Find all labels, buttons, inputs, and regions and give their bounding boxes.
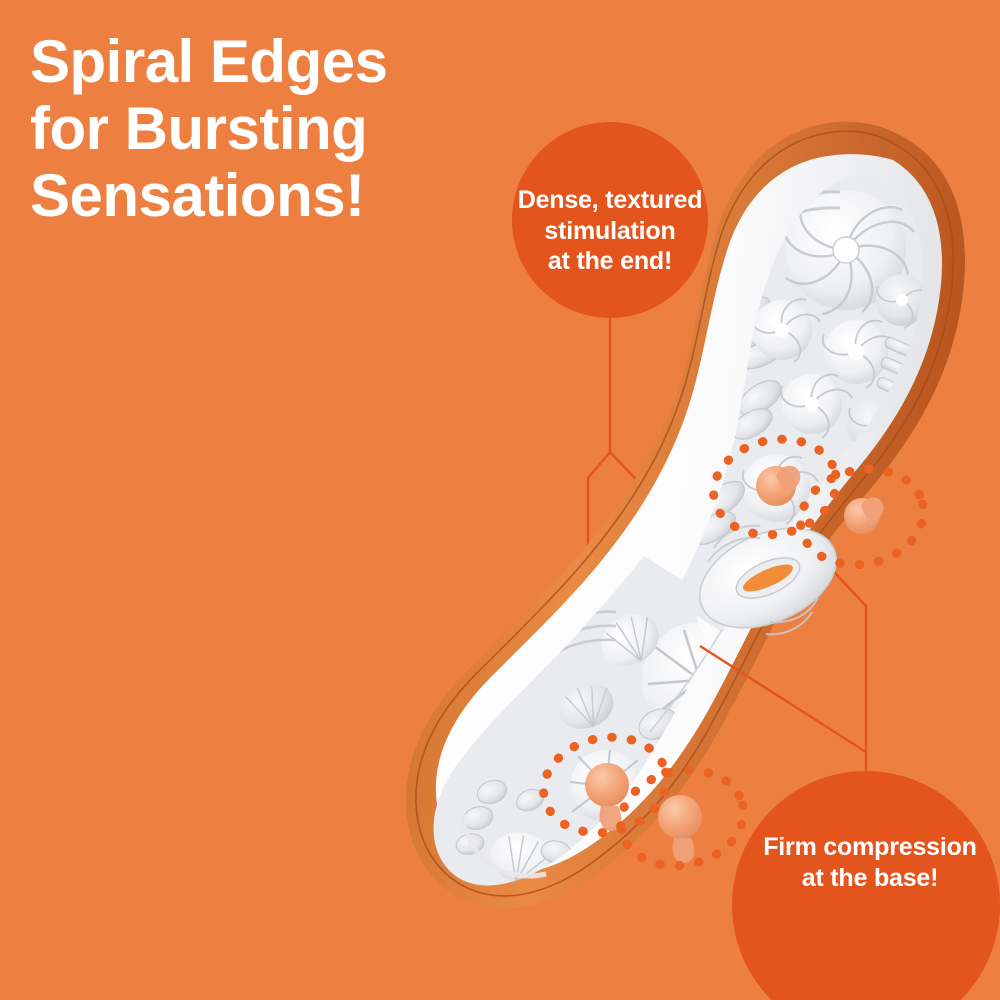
highlight-upper-pair (709, 434, 928, 570)
headline-line-1: Spiral Edges (30, 28, 388, 95)
dotted-ellipse-upper-2 (796, 464, 928, 570)
leader-line-diagonal-cut (699, 644, 867, 754)
callout-bubble-firm-compression[interactable] (732, 771, 1000, 1000)
nub-upper-1 (756, 465, 801, 506)
page-title: Spiral Edges for Bursting Sensations! (30, 28, 500, 230)
spiral-rosette-large (782, 190, 915, 316)
shell-rim-line (415, 130, 955, 897)
mid-ring-section (699, 524, 837, 636)
orange-slit (743, 564, 793, 592)
headline-line-3: Sensations! (30, 162, 365, 230)
base-rim (459, 811, 547, 879)
highlight-lower-pair (539, 732, 748, 871)
cut-face-shadow (649, 629, 723, 733)
dotted-ellipse-upper-1 (709, 434, 841, 540)
dotted-ellipse-lower-2 (616, 765, 748, 871)
nub-upper-2 (844, 497, 884, 534)
pinwheel-cluster (750, 274, 923, 389)
product-body (405, 121, 966, 909)
headline-line-2: for Bursting (30, 95, 368, 163)
nub-lower-1 (585, 763, 629, 832)
callout-bubble-dense-textured[interactable] (512, 122, 708, 318)
nub-lower-2 (658, 795, 702, 864)
